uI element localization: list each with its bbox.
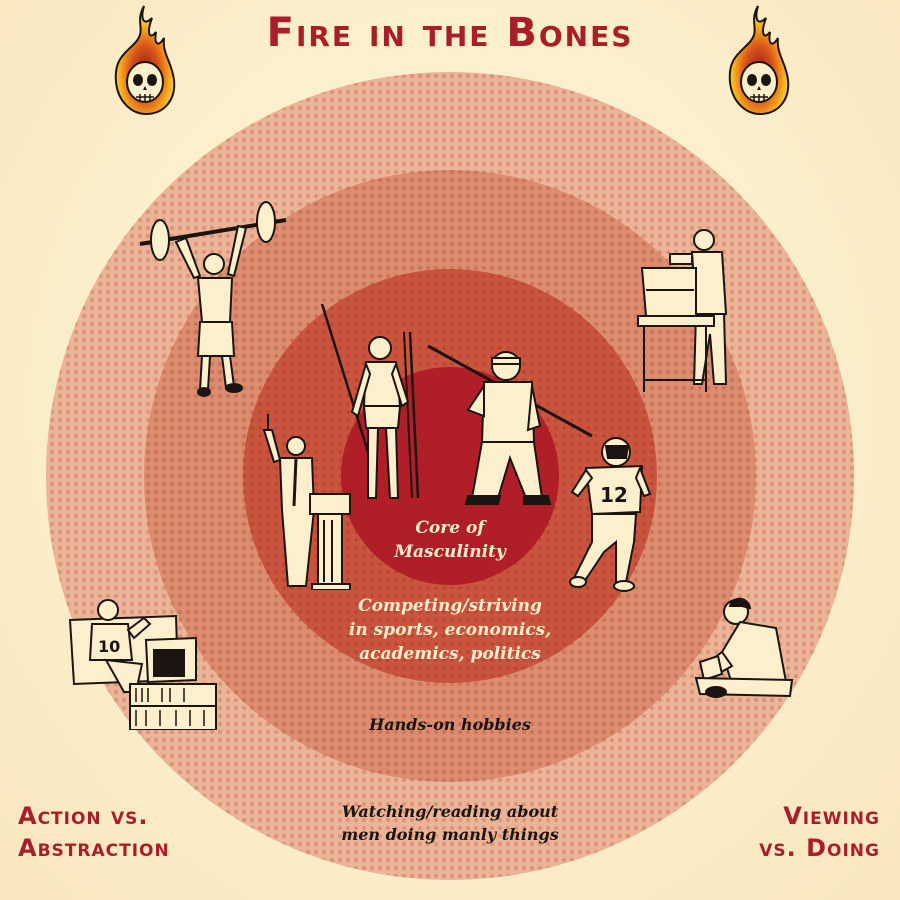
man-watching-tv-figure: 10 bbox=[68, 599, 217, 730]
woodworker-figure bbox=[637, 229, 728, 392]
politician-at-podium-figure bbox=[262, 414, 351, 590]
tribal-warrior-figure bbox=[320, 303, 420, 499]
man-reading-figure bbox=[694, 597, 794, 698]
competing-striving-label: Competing/striving in sports, economics,… bbox=[348, 596, 552, 664]
flaming-skull-icon bbox=[114, 5, 176, 116]
svg-text:12: 12 bbox=[600, 483, 628, 507]
viewing-vs-doing-label: Viewing vs. Doing bbox=[759, 802, 880, 862]
viking-warrior-figure bbox=[427, 344, 593, 505]
core-label: Core of Masculinity bbox=[394, 518, 506, 562]
action-vs-abstraction-label: Action vs. Abstraction bbox=[18, 802, 170, 862]
weightlifter-figure bbox=[139, 201, 287, 397]
flaming-skull-icon bbox=[728, 5, 790, 116]
page-title: Fire in the Bones bbox=[266, 10, 634, 56]
hands-on-hobbies-label: Hands-on hobbies bbox=[369, 715, 531, 734]
watching-reading-label: Watching/reading about men doing manly t… bbox=[341, 802, 559, 844]
football-player-figure: 12 bbox=[569, 437, 652, 592]
svg-text:10: 10 bbox=[98, 637, 120, 656]
